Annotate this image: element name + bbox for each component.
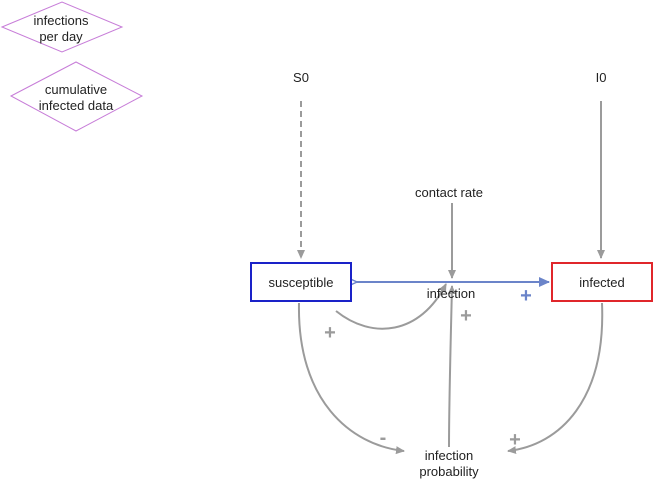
data-shape-infections-per-day[interactable]: infections per day bbox=[0, 1, 124, 53]
stock-susceptible[interactable]: susceptible bbox=[250, 262, 352, 302]
polarity-infected-to-probability: + bbox=[509, 429, 521, 451]
polarity-contact-rate-to-infection: + bbox=[460, 305, 472, 327]
polarity-susceptible-to-probability: - bbox=[380, 427, 387, 449]
susceptible-to-probability-link[interactable] bbox=[297, 302, 405, 455]
parameter-contact-rate[interactable]: contact rate bbox=[415, 185, 483, 200]
data-shape-cumulative-infected-data[interactable]: cumulative infected data bbox=[9, 61, 144, 132]
data-shape-label-line: per day bbox=[39, 29, 83, 44]
auxiliary-label-line: infection bbox=[425, 448, 473, 463]
data-shape-label-line: infections bbox=[34, 13, 89, 28]
probability-to-infection-link[interactable] bbox=[447, 285, 456, 448]
auxiliary-infection-probability[interactable]: infection probability bbox=[419, 448, 479, 479]
stock-label-infected: infected bbox=[579, 275, 625, 290]
data-shape-label-line: infected data bbox=[39, 98, 114, 113]
polarity-susceptible-to-infection: + bbox=[324, 322, 336, 344]
data-shape-label-line: cumulative bbox=[45, 82, 107, 97]
polarity-infection-to-infected: + bbox=[520, 285, 532, 307]
stock-infected[interactable]: infected bbox=[551, 262, 653, 302]
stock-label-susceptible: susceptible bbox=[268, 275, 333, 290]
susceptible-to-infection-link[interactable] bbox=[335, 283, 447, 330]
infected-to-probability-link[interactable] bbox=[507, 302, 604, 455]
flow-label-infection[interactable]: infection bbox=[427, 286, 475, 301]
parameter-s0[interactable]: S0 bbox=[293, 70, 309, 85]
parameter-i0[interactable]: I0 bbox=[596, 70, 607, 85]
auxiliary-label-line: probability bbox=[419, 464, 479, 479]
